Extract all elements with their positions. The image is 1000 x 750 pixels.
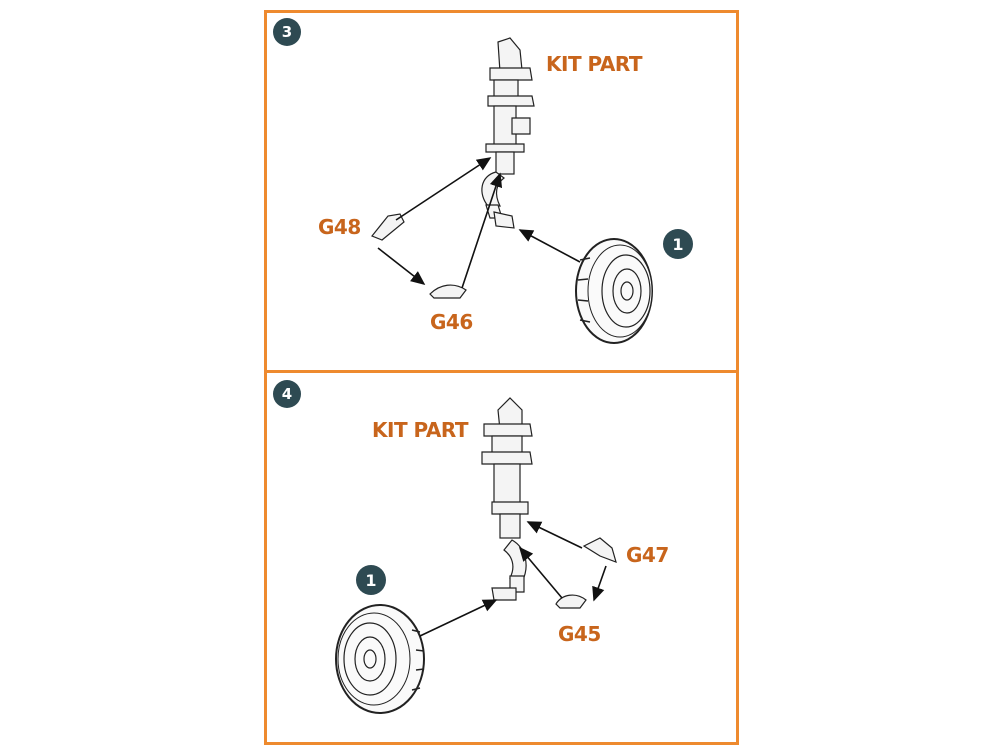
step-4-wheel (335, 604, 425, 714)
step-4-arrows (419, 521, 607, 637)
step-4-landing-gear-strut (481, 397, 533, 601)
step-4-part-g47-shape (582, 537, 617, 563)
step-3-arrows (377, 157, 581, 289)
step-3-part-g48-shape (371, 213, 405, 241)
step-4-wheel-ref-badge: 1 (356, 565, 386, 595)
step-4-number-badge: 4 (273, 380, 301, 408)
step-4-part-g45-label: G45 (558, 622, 601, 646)
step-3-number-badge: 3 (273, 18, 301, 46)
step-4-part-g47-label: G47 (626, 543, 669, 567)
step-4-kit-part-label: KIT PART (372, 418, 469, 442)
step-4-part-g45-shape (555, 594, 587, 609)
step-3-wheel-ref-badge: 1 (663, 229, 693, 259)
step-3-part-g46-label: G46 (430, 310, 473, 334)
step-3-kit-part-label: KIT PART (546, 52, 643, 76)
step-3-part-g48-label: G48 (318, 215, 361, 239)
step-3-part-g46-shape (429, 284, 467, 299)
step-3-wheel (575, 238, 653, 344)
step-3-landing-gear-strut (481, 37, 535, 229)
